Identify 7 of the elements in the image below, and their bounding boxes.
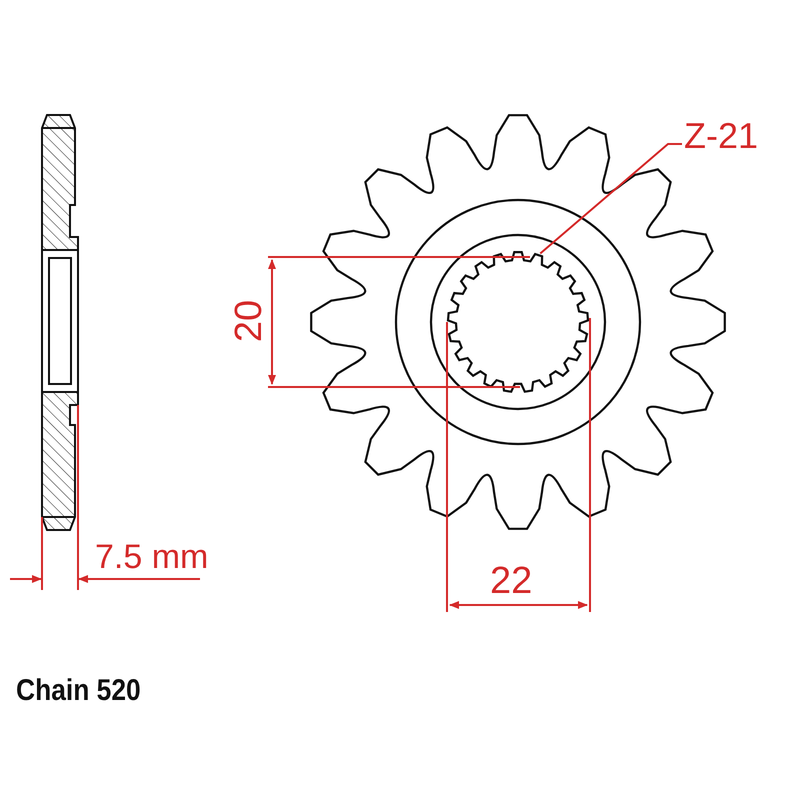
dimension-label: 22 xyxy=(490,562,532,600)
chain-size-note: Chain 520 xyxy=(16,676,141,706)
leader-line xyxy=(540,143,682,254)
spline-bore xyxy=(446,251,590,393)
callout-label: Z-21 xyxy=(684,118,758,154)
dimension-label: 7.5 mm xyxy=(95,540,208,574)
dimension-label: 20 xyxy=(230,300,268,342)
